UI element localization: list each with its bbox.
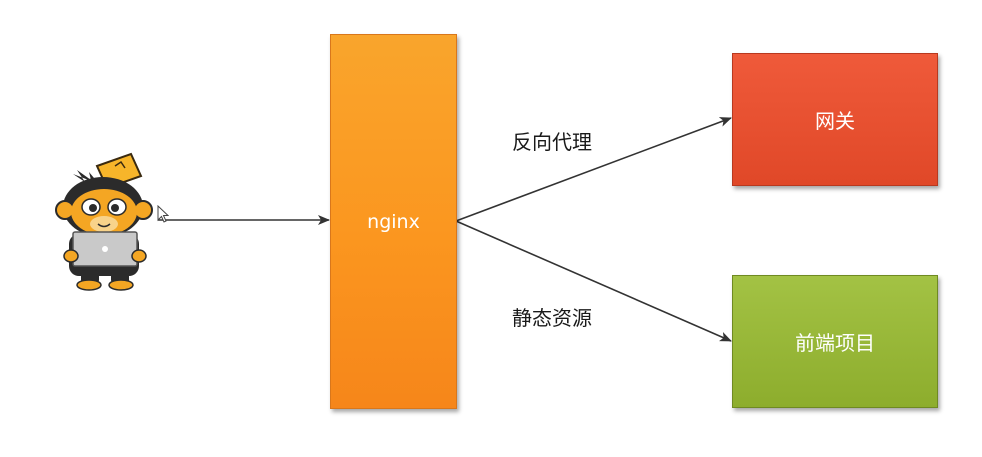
nginx-node: nginx bbox=[330, 34, 457, 409]
nginx-node-label: nginx bbox=[367, 210, 420, 233]
edge-label-static-resources: 静态资源 bbox=[512, 306, 592, 330]
mouse-pointer-icon bbox=[157, 205, 169, 223]
gateway-node: 网关 bbox=[732, 53, 938, 186]
frontend-node-label: 前端项目 bbox=[795, 331, 875, 355]
arrow-nginx-to-gateway bbox=[455, 117, 732, 222]
monkey-laptop-mascot-icon bbox=[55, 152, 153, 291]
frontend-node: 前端项目 bbox=[732, 275, 938, 408]
edge-label-reverse-proxy: 反向代理 bbox=[512, 130, 592, 154]
arrow-nginx-to-frontend bbox=[455, 220, 732, 342]
gateway-node-label: 网关 bbox=[815, 109, 855, 133]
